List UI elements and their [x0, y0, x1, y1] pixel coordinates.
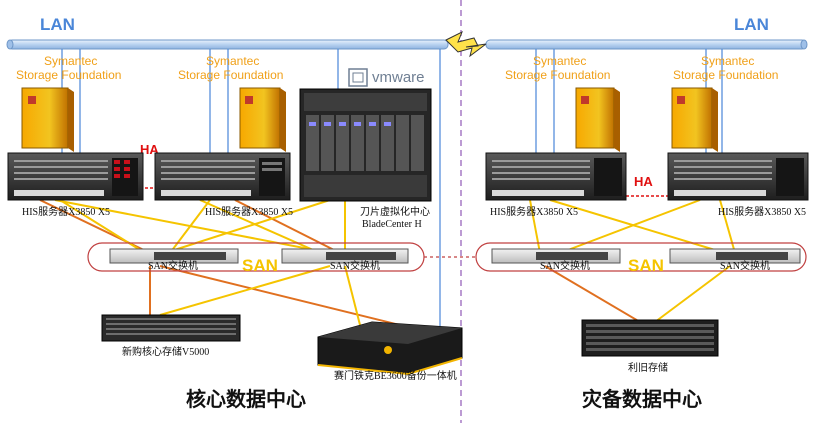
label-blade-center-line1: 刀片虚拟化中心 [360, 205, 430, 218]
label-core-switch-1: SAN交换机 [148, 259, 198, 272]
symantec-label-core-1: Symantec Storage Foundation [16, 54, 121, 82]
label-backup-appliance: 赛门铁克BE3600备份一体机 [334, 369, 457, 382]
svg-text:Symantec: Symantec [533, 54, 586, 68]
svg-text:Storage Foundation: Storage Foundation [16, 68, 121, 82]
san-switch-core-1 [109, 248, 239, 264]
label-core-server-2: HIS服务器X3850 X5 [205, 205, 293, 218]
label-blade-center-line2: BladeCenter H [362, 219, 422, 230]
symantec-label-dr-2: Symantec Storage Foundation [673, 54, 778, 82]
vmware-logo: vmware [348, 68, 425, 87]
san-switch-dr-1 [491, 248, 621, 264]
label-core-storage: 新购核心存储V5000 [122, 345, 209, 358]
lan-bar-core [6, 39, 449, 50]
svg-text:Symantec: Symantec [206, 54, 259, 68]
label-dr-storage: 利旧存储 [628, 361, 668, 374]
lan-label-left: LAN [40, 15, 75, 34]
svg-text:Storage Foundation: Storage Foundation [505, 68, 610, 82]
fc-cables [39, 199, 736, 331]
san-label-dr: SAN [628, 256, 664, 275]
software-box-icon [21, 87, 74, 152]
core-storage-v5000 [101, 314, 241, 342]
wan-link-bolt-icon [445, 30, 487, 58]
his-server-core-1 [7, 152, 144, 201]
his-server-dr-1 [485, 152, 627, 201]
san-label-core: SAN [242, 256, 278, 275]
svg-text:Symantec: Symantec [44, 54, 97, 68]
dr-datacenter-title: 灾备数据中心 [582, 387, 702, 411]
software-box-icon [575, 87, 620, 152]
svg-text:vmware: vmware [372, 69, 425, 86]
backup-appliance-be3600 [317, 321, 463, 376]
label-dr-switch-2: SAN交换机 [720, 259, 770, 272]
san-group-dr [475, 242, 807, 272]
software-box-icon [671, 87, 718, 152]
lan-bar-dr [485, 39, 808, 50]
san-switch-core-2 [281, 248, 409, 264]
label-dr-server-2: HIS服务器X3850 X5 [718, 205, 806, 218]
his-server-core-2 [154, 152, 291, 201]
symantec-label-core-2: Symantec Storage Foundation [178, 54, 283, 82]
symantec-label-dr-1: Symantec Storage Foundation [505, 54, 610, 82]
san-switch-dr-2 [669, 248, 801, 264]
his-server-dr-2 [667, 152, 809, 201]
label-dr-switch-1: SAN交换机 [540, 259, 590, 272]
core-datacenter-title: 核心数据中心 [186, 387, 306, 411]
lan-label-right: LAN [734, 15, 769, 34]
svg-text:Symantec: Symantec [701, 54, 754, 68]
svg-text:Storage Foundation: Storage Foundation [178, 68, 283, 82]
bladecenter-chassis [299, 88, 432, 202]
ha-label-dr: HA [634, 174, 653, 189]
label-core-switch-2: SAN交换机 [330, 259, 380, 272]
dr-legacy-storage [581, 319, 719, 357]
software-box-icon [239, 87, 286, 152]
label-dr-server-1: HIS服务器X3850 X5 [490, 205, 578, 218]
label-core-server-1: HIS服务器X3850 X5 [22, 205, 110, 218]
svg-text:Storage Foundation: Storage Foundation [673, 68, 778, 82]
